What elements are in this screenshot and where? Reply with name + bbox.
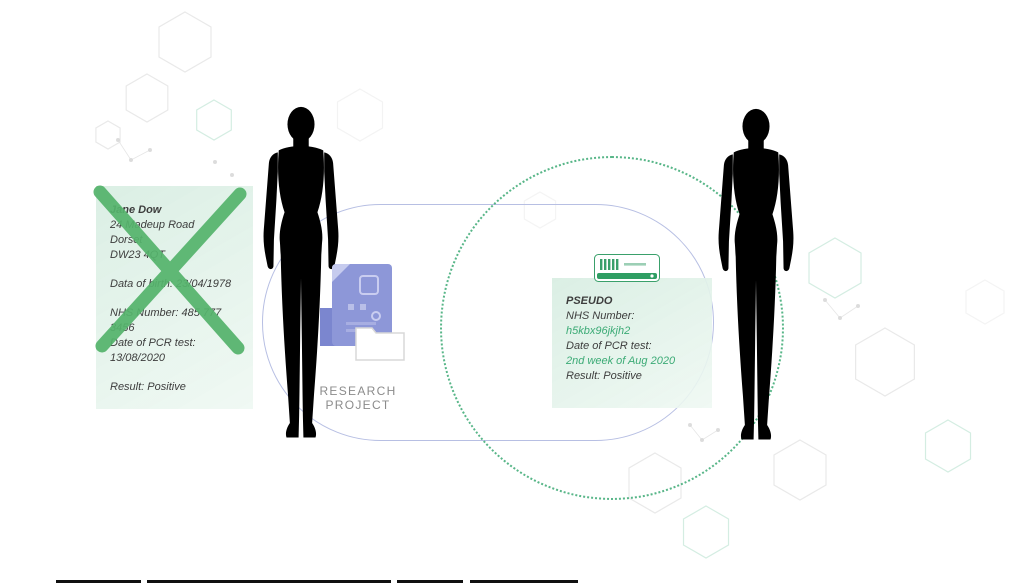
pseudo-pcr-value: 2nd week of Aug 2020 (566, 355, 676, 367)
divider-fragment (397, 580, 463, 583)
cross-icon (93, 185, 247, 355)
divider-fragment (470, 580, 578, 583)
person-silhouette-right (718, 108, 794, 440)
research-project-label: RESEARCH PROJECT (319, 384, 397, 412)
patient-result: Result: Positive (110, 381, 186, 393)
research-document-icon (320, 264, 405, 361)
patient-pcr-date: Date of PCR test: 13/08/2020 (110, 337, 196, 364)
pseudo-nhs-label: NHS Number: (566, 310, 635, 322)
pseudo-nhs-line: NHS Number: h5kbx96jkjh2 (566, 309, 698, 339)
pseudo-nhs-value: h5kbx96jkjh2 (566, 325, 631, 337)
pseudo-result: Result: Positive (566, 370, 642, 382)
pseudonymisation-device-icon (594, 254, 660, 282)
patient-dob: Data of birth: 23/04/1978 (110, 278, 232, 290)
pseudonymised-zone-circle (440, 156, 784, 500)
folder-icon (355, 327, 405, 361)
pseudo-title: PSEUDO (566, 295, 613, 307)
pseudo-pcr-label: Date of PCR test: (566, 340, 652, 352)
divider-fragment (147, 580, 391, 583)
divider-fragment (56, 580, 141, 583)
pseudonymised-data-card: PSEUDO NHS Number: h5kbx96jkjh2 Date of … (552, 278, 712, 408)
